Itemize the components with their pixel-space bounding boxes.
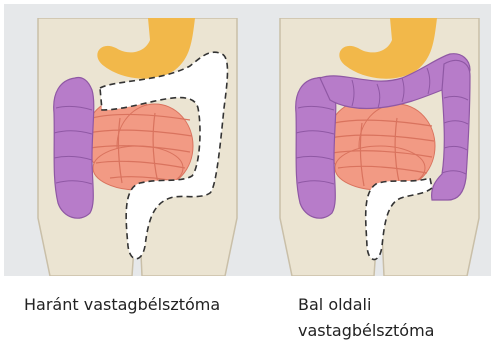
left-colostomy-diagram (272, 18, 487, 276)
caption-left-colostomy-line1: Bal oldali (298, 292, 371, 317)
small-intestine (85, 98, 193, 190)
caption-transverse-colostomy: Haránt vastagbélsztóma (24, 292, 220, 317)
transverse-colostomy-diagram (30, 18, 245, 276)
caption-left-colostomy-line2: vastagbélsztóma (298, 318, 434, 343)
ascending-colon (54, 78, 94, 219)
small-intestine (327, 100, 435, 190)
